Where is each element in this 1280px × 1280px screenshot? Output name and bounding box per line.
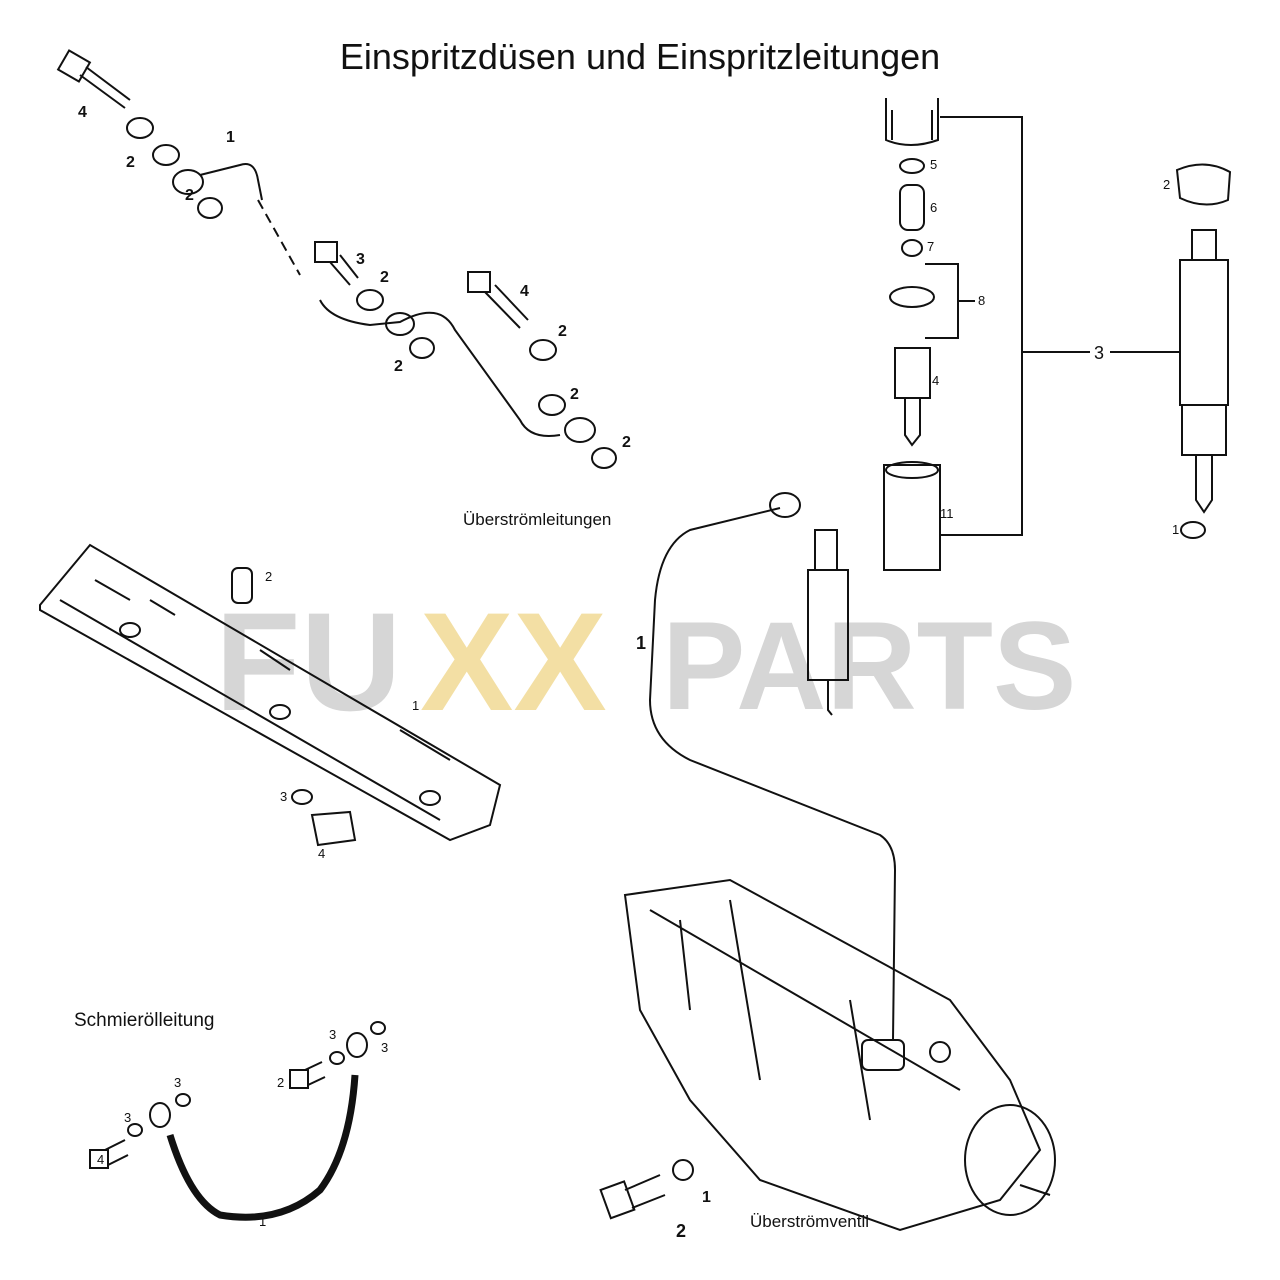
callout: 1 (636, 633, 647, 653)
callout: 3 (381, 1040, 389, 1055)
section-label-overflow-lines: Überströmleitungen (463, 510, 612, 529)
callout: 2 (126, 154, 135, 171)
callout: 2 (394, 358, 403, 375)
callout: 1 (702, 1189, 711, 1206)
callout: 4 (932, 373, 940, 388)
injection-pump-drawing (623, 878, 1056, 1232)
lube-line-drawing (89, 1021, 386, 1221)
callout: 4 (78, 104, 87, 121)
callout: 6 (930, 200, 938, 215)
callout: 2 (265, 569, 273, 584)
callout: 8 (978, 293, 986, 308)
overflow-valve-drawing (599, 1159, 694, 1220)
overflow-line-drawing (648, 492, 897, 1041)
callout: 4 (97, 1152, 105, 1167)
callout: 3 (329, 1027, 337, 1042)
callout: 2 (570, 386, 579, 403)
callout: 2 (676, 1221, 687, 1241)
callout: 4 (520, 283, 529, 300)
callout: 11 (940, 506, 954, 521)
callout: 2 (185, 187, 194, 204)
injection-lines-drawing (56, 49, 617, 469)
callout: 3 (1094, 343, 1105, 363)
callout: 2 (622, 434, 631, 451)
callout: 3 (280, 789, 288, 804)
callout: 1 (412, 698, 420, 713)
nozzle-exploded-drawing (883, 98, 1232, 571)
callout: 3 (124, 1110, 132, 1125)
cover-rail-drawing (39, 543, 502, 847)
page-title: Einspritzdüsen und Einspritzleitungen (339, 36, 941, 77)
callout: 1 (259, 1214, 267, 1229)
callout: 2 (1163, 177, 1171, 192)
callout: 1 (1172, 522, 1180, 537)
section-label-overflow-valve: Überströmventil (750, 1212, 870, 1231)
callout: 2 (277, 1075, 285, 1090)
callout: 5 (930, 157, 938, 172)
section-label-lube-line: Schmierölleitung (74, 1010, 215, 1031)
callout: 2 (558, 323, 567, 340)
callout: 1 (226, 129, 235, 146)
watermark-xx: XX (420, 583, 607, 740)
callout: 3 (174, 1075, 182, 1090)
callout: 4 (318, 846, 326, 861)
callout: 3 (356, 251, 365, 268)
callout: 2 (380, 269, 389, 286)
callout: 7 (927, 239, 935, 254)
watermark-suffix: PARTS (662, 597, 1077, 736)
